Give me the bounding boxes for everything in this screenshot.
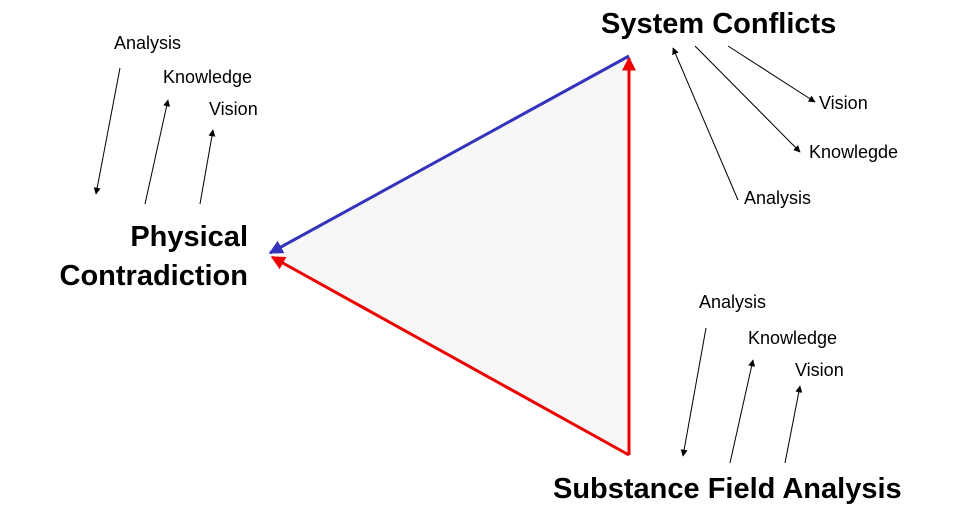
arrow-substance-analysis (680, 327, 707, 457)
substance-knowledge-label: Knowledge (748, 328, 838, 348)
substance-vision-label: Vision (795, 360, 844, 380)
system-knowledge-label: Knowlegde (809, 142, 899, 162)
arrow-physical-vision (199, 129, 216, 205)
node-physical-line1: Physical (130, 221, 248, 253)
arrow-physical-analysis (93, 67, 121, 195)
node-substance-field: Substance Field Analysis (553, 473, 902, 505)
system-analysis-label: Analysis (744, 188, 812, 208)
arrow-system-vision (727, 45, 816, 103)
physical-knowledge-label: Knowledge (163, 67, 253, 87)
edge-substance-to-physical (270, 255, 630, 457)
node-system-conflicts: System Conflicts (601, 8, 837, 40)
arrow-substance-vision (784, 385, 803, 464)
triangle-area (270, 56, 629, 455)
arrow-substance-knowledge (729, 359, 756, 464)
arrow-system-knowledge (694, 45, 801, 153)
arrow-physical-knowledge (144, 99, 171, 205)
system-vision-label: Vision (819, 93, 868, 113)
substance-analysis-label: Analysis (699, 292, 767, 312)
node-physical-line2: Contradiction (59, 260, 249, 292)
physical-analysis-label: Analysis (114, 33, 182, 53)
physical-vision-label: Vision (209, 99, 258, 119)
edge-system-to-physical (268, 54, 630, 255)
arrow-system-analysis (672, 47, 739, 201)
